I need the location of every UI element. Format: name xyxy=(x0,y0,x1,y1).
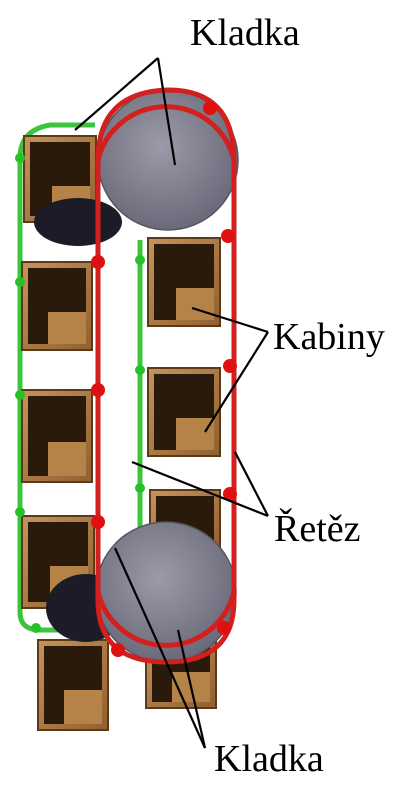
cabin xyxy=(37,639,109,731)
cabins-right xyxy=(145,237,221,709)
pulley-shadow xyxy=(34,198,122,246)
chain-joints-back xyxy=(15,153,145,633)
chain-joints-front xyxy=(91,101,237,657)
leader-line-top-pulley-left xyxy=(74,57,159,131)
leader-line-cabin-upper xyxy=(191,306,269,334)
pulley-top xyxy=(97,89,239,231)
leader-line-top-pulley-right xyxy=(156,57,177,166)
leader-lines xyxy=(74,57,269,749)
cabin xyxy=(21,389,93,483)
leader-line-cabin-lower xyxy=(204,331,269,433)
cabin xyxy=(147,367,221,457)
cabins-left xyxy=(21,135,109,731)
label-cabins: Kabiny xyxy=(273,316,385,358)
cabin xyxy=(21,261,93,351)
pulley-bottom xyxy=(95,521,237,663)
label-chain: Řetěz xyxy=(274,508,361,550)
leader-line-chain-left xyxy=(131,460,269,518)
label-pulley-top: Kladka xyxy=(190,12,300,54)
leader-line-bottom-pulley-left xyxy=(113,547,207,749)
cabin xyxy=(147,237,221,327)
label-pulley-bottom: Kladka xyxy=(214,738,324,780)
leader-line-bottom-pulley-right xyxy=(176,629,207,749)
leader-line-chain-right xyxy=(234,451,269,517)
